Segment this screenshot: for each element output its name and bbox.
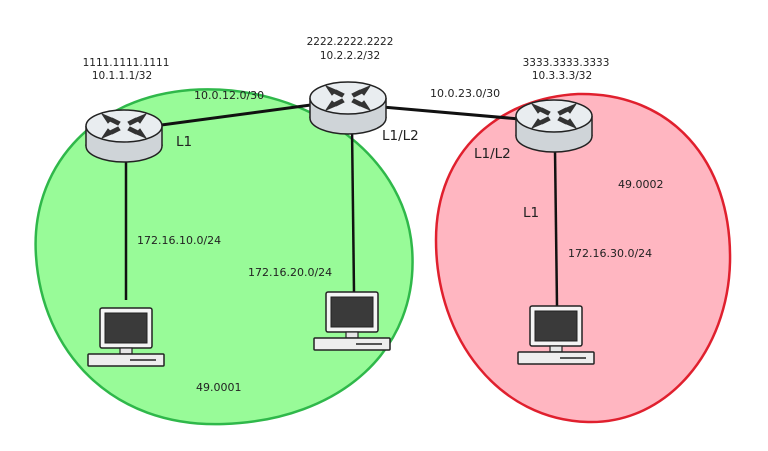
- r3-system-id: 3333.3333.3333: [523, 57, 610, 69]
- router-icon: [515, 99, 593, 153]
- lan-pc2-subnet: 172.16.20.0/24: [248, 266, 332, 279]
- lan-pc3-subnet: 172.16.30.0/24: [568, 247, 652, 260]
- link-r2-pc2: [350, 127, 356, 293]
- r1-level: L1: [176, 134, 192, 150]
- computer-pc3[interactable]: [517, 305, 595, 365]
- r1-system-id: 1111.1111.1111: [83, 57, 170, 69]
- computer-icon: [313, 291, 391, 351]
- area-green-label: 49.0001: [196, 381, 242, 394]
- router-r3[interactable]: [515, 99, 593, 153]
- computer-pc2[interactable]: [313, 291, 391, 351]
- link-r1-r2-subnet: 10.0.12.0/30: [194, 89, 264, 102]
- r1-loopback: 10.1.1.1/32: [92, 70, 152, 82]
- router-r1[interactable]: [85, 109, 163, 163]
- link-r3-pc3: [553, 149, 559, 307]
- router-icon: [85, 109, 163, 163]
- computer-icon: [517, 305, 595, 365]
- area-red-label: 49.0002: [618, 178, 664, 191]
- r3-level: L1/L2: [474, 146, 511, 162]
- r3-pc3-level: L1: [523, 205, 539, 221]
- r3-loopback: 10.3.3.3/32: [532, 70, 592, 82]
- router-r2[interactable]: [309, 81, 387, 135]
- link-r2-r3-subnet: 10.0.23.0/30: [430, 87, 500, 100]
- r2-loopback: 10.2.2.2/32: [320, 50, 380, 62]
- r2-system-id: 2222.2222.2222: [307, 36, 394, 48]
- computer-pc1[interactable]: [87, 307, 165, 367]
- lan-pc1-subnet: 172.16.10.0/24: [137, 234, 221, 247]
- computer-icon: [87, 307, 165, 367]
- r2-level: L1/L2: [382, 128, 419, 144]
- router-icon: [309, 81, 387, 135]
- area-red: [434, 92, 732, 424]
